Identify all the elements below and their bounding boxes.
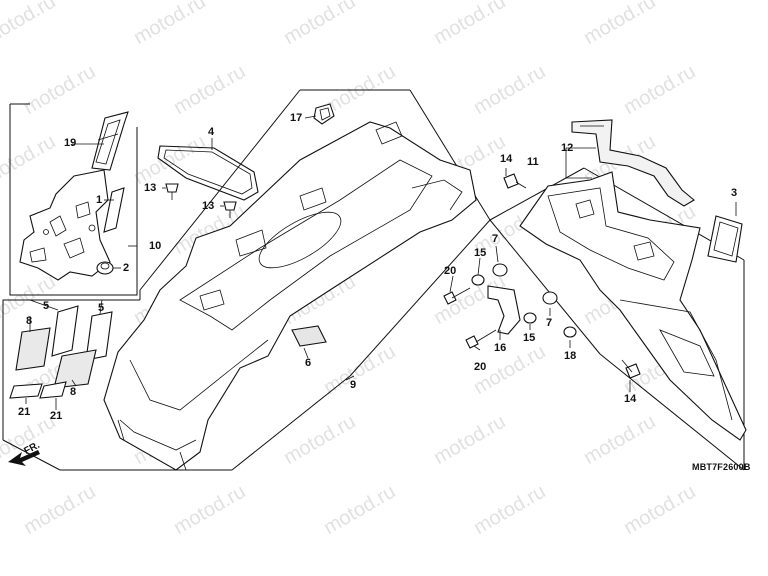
label-20b: 20 bbox=[474, 361, 487, 373]
label-2: 2 bbox=[123, 262, 130, 274]
front-arrow-icon bbox=[8, 450, 40, 466]
label-14a: 14 bbox=[500, 153, 513, 165]
label-1: 1 bbox=[96, 194, 103, 206]
label-6: 6 bbox=[305, 357, 312, 369]
part-6-pad bbox=[291, 325, 327, 347]
inset-box-lower bbox=[2, 299, 140, 440]
fasteners bbox=[443, 263, 577, 349]
label-13b: 13 bbox=[202, 200, 215, 212]
label-15b: 15 bbox=[523, 332, 536, 344]
part-19-strap bbox=[91, 111, 129, 171]
part-5-pads bbox=[51, 305, 113, 361]
label-13a: 13 bbox=[144, 182, 157, 194]
part-4-band bbox=[157, 145, 259, 201]
part-9-fender bbox=[103, 121, 477, 471]
label-7b: 7 bbox=[546, 317, 553, 329]
label-16: 16 bbox=[494, 342, 507, 354]
label-10: 10 bbox=[149, 240, 162, 252]
part-3-reflector bbox=[707, 215, 743, 263]
part-17-clip bbox=[313, 103, 335, 125]
label-19: 19 bbox=[64, 137, 77, 149]
label-9: 9 bbox=[350, 379, 357, 391]
label-15a: 15 bbox=[474, 247, 487, 259]
label-8a: 8 bbox=[26, 315, 33, 327]
part-2-nut bbox=[96, 261, 114, 275]
main-box-9 bbox=[2, 89, 491, 471]
part-14-bolts bbox=[503, 173, 641, 379]
part-8-pads bbox=[15, 327, 97, 389]
part-13-screws bbox=[165, 183, 237, 218]
diagram-code: MBT7F2600B bbox=[692, 462, 751, 472]
label-21a: 21 bbox=[18, 406, 31, 418]
label-8b: 8 bbox=[70, 386, 77, 398]
license-bracket bbox=[519, 171, 747, 441]
label-3: 3 bbox=[731, 187, 738, 199]
label-4: 4 bbox=[208, 126, 215, 138]
part-12-harness bbox=[571, 119, 695, 207]
label-12: 12 bbox=[561, 142, 574, 154]
label-21b: 21 bbox=[50, 410, 63, 422]
part-10-tray bbox=[19, 169, 111, 281]
label-5b: 5 bbox=[98, 302, 105, 314]
label-7a: 7 bbox=[492, 233, 499, 245]
label-17: 17 bbox=[290, 112, 303, 124]
label-20a: 20 bbox=[444, 265, 457, 277]
label-11: 11 bbox=[527, 156, 539, 168]
label-18: 18 bbox=[564, 350, 577, 362]
label-14b: 14 bbox=[624, 393, 637, 405]
part-21-pads bbox=[9, 381, 67, 399]
leader-lines bbox=[25, 115, 737, 410]
label-5a: 5 bbox=[43, 300, 50, 312]
inset-box-10 bbox=[9, 103, 138, 296]
part-1-block bbox=[103, 187, 125, 233]
